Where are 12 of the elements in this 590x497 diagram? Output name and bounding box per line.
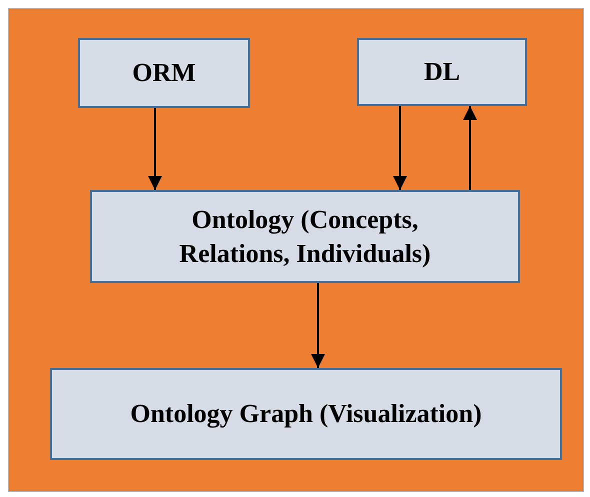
box-label: ORM [132,57,196,89]
box-label: Ontology (Concepts, Relations, Individuals) [178,204,432,270]
arrow [311,283,325,368]
process-box [90,190,520,283]
process-box [50,368,562,460]
arrow [148,108,162,190]
box-label: DL [424,56,460,88]
arrow [393,106,407,190]
arrow [463,106,477,190]
box-label: Ontology Graph (Visualization) [130,398,482,430]
process-box [357,38,527,106]
process-box [78,38,250,108]
